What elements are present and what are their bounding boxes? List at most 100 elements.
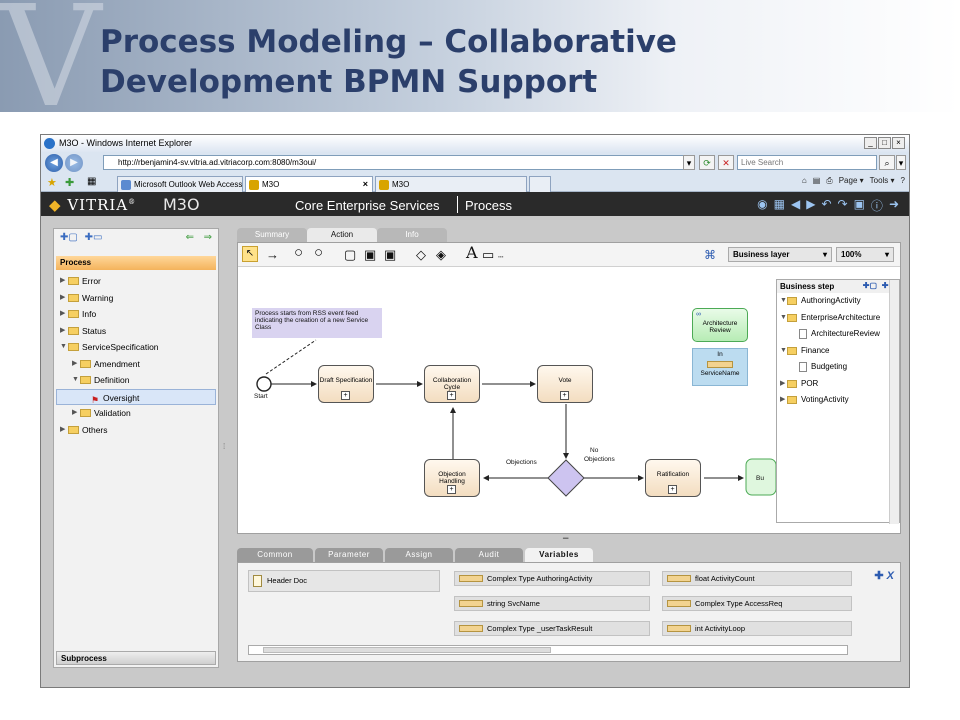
association-tool-icon[interactable]: ┄ (498, 252, 504, 262)
add-item-icon[interactable]: ✚▢ (60, 232, 78, 243)
tab-common[interactable]: Common (237, 548, 313, 562)
task-ratification[interactable]: Ratification + (645, 459, 701, 497)
next-icon[interactable]: ▶ (806, 197, 816, 211)
tab-m3o-active[interactable]: M3O × (245, 176, 373, 192)
delete-variable-icon[interactable]: X (886, 570, 894, 582)
home-icon[interactable]: ⌂ (801, 176, 807, 185)
variable-chip[interactable]: string SvcName (454, 596, 650, 611)
input-parameter-panel[interactable]: In ServiceName (692, 348, 748, 386)
expand-subprocess-icon[interactable]: + (341, 391, 350, 400)
print-icon[interactable]: ⎙ (826, 176, 833, 185)
tree-item-servicespecification[interactable]: ▼ ServiceSpecification (56, 339, 216, 356)
maximize-icon[interactable]: □ (878, 137, 891, 149)
expand-arrow-icon[interactable]: ▶ (60, 326, 66, 334)
start-event[interactable] (256, 376, 272, 392)
expand-arrow-icon[interactable]: ▶ (72, 409, 78, 416)
favorites-star-icon[interactable]: ★ (47, 177, 57, 189)
architecture-review-task[interactable]: ∞ Architecture Review (692, 308, 748, 342)
save-icon[interactable]: ▣ (853, 197, 865, 211)
search-icon[interactable]: ⌕ (879, 155, 895, 170)
collapse-arrow-icon[interactable]: ▼ (780, 346, 787, 354)
minimize-icon[interactable]: _ (864, 137, 877, 149)
text-tool-icon[interactable]: A (466, 243, 478, 262)
tree-item-amendment[interactable]: ▶ Amendment (56, 356, 216, 373)
tree-item-definition[interactable]: ▼ Definition (56, 372, 216, 389)
business-step-item[interactable]: ArchitectureReview (777, 326, 899, 343)
stop-icon[interactable]: ✕ (718, 155, 734, 170)
quick-tabs-icon[interactable]: ▦ (87, 176, 97, 187)
expand-arrow-icon[interactable]: ▶ (72, 359, 78, 367)
annotation-note[interactable]: Process starts from RSS event feed indic… (252, 308, 382, 338)
new-tab-button[interactable] (529, 176, 551, 192)
collapse-arrow-icon[interactable]: ▼ (72, 376, 79, 383)
export-icon[interactable]: ⇒ (203, 232, 212, 243)
business-step-item[interactable]: ▶ POR (777, 376, 899, 393)
task-draft-specification[interactable]: Draft Specification + (318, 365, 374, 403)
redo-icon[interactable]: ↷ (837, 197, 848, 211)
tab-action[interactable]: Action (307, 228, 377, 242)
tree-item-warning[interactable]: ▶ Warning (56, 290, 216, 307)
refresh-icon[interactable]: ⟳ (699, 155, 715, 170)
task-tool-icon[interactable]: ▢ (344, 247, 357, 262)
task-vote[interactable]: Vote + (537, 365, 593, 403)
logout-icon[interactable]: ➜ (888, 197, 899, 211)
gateway-tool-icon[interactable]: ◇ (416, 247, 426, 262)
search-input[interactable]: Live Search (737, 155, 877, 170)
info-icon[interactable]: ⓘ (870, 199, 883, 213)
zoom-select[interactable]: 100% ▾ (836, 247, 894, 262)
tree-item-validation[interactable]: ▶ Validation (56, 405, 216, 422)
expand-subprocess-icon[interactable]: + (560, 391, 569, 400)
tools-menu[interactable]: Tools ▾ (869, 176, 895, 185)
variables-horizontal-scrollbar[interactable] (248, 645, 848, 655)
address-input[interactable]: http://rbenjamin4-sv.vitria.ad.vitriacor… (103, 155, 693, 170)
address-dropdown-icon[interactable]: ▾ (683, 155, 695, 170)
layer-select[interactable]: Business layer ▾ (728, 247, 832, 262)
add-favorites-icon[interactable]: ✚ (65, 177, 75, 189)
loop-task-tool-icon[interactable]: ▣ (384, 247, 397, 262)
collapse-arrow-icon[interactable]: ▼ (780, 313, 787, 321)
close-icon[interactable]: × (892, 137, 905, 149)
tab-parameter[interactable]: Parameter (315, 548, 383, 562)
subprocess-header[interactable]: Subprocess (56, 651, 216, 665)
variable-chip[interactable]: Complex Type _userTaskResult (454, 621, 650, 636)
help-icon[interactable]: ? (900, 176, 905, 185)
expand-subprocess-icon[interactable]: + (447, 485, 456, 494)
prev-icon[interactable]: ◀ (790, 197, 801, 211)
add-variable-icon[interactable]: ✚ (874, 570, 884, 582)
task-objection-handling[interactable]: Objection Handling + (424, 459, 480, 497)
business-step-scrollbar[interactable] (889, 280, 899, 524)
tree-item-info[interactable]: ▶ Info (56, 306, 216, 323)
parallel-gateway-tool-icon[interactable]: ◈ (436, 247, 446, 262)
variable-chip[interactable]: Complex Type AccessReq (662, 596, 852, 611)
decision-gateway[interactable] (547, 459, 585, 497)
tab-m3o[interactable]: M3O (375, 176, 527, 192)
business-step-item[interactable]: ▼ EnterpriseArchitecture (777, 310, 899, 327)
add-folder-icon[interactable]: ✚▭ (882, 281, 896, 290)
tab-assign[interactable]: Assign (385, 548, 453, 562)
end-event-tool-icon[interactable]: ○ (314, 244, 324, 261)
tree-item-status[interactable]: ▶ Status (56, 323, 216, 340)
expand-subprocess-icon[interactable]: + (447, 391, 456, 400)
expand-subprocess-icon[interactable]: + (668, 485, 677, 494)
business-step-item[interactable]: ▶ VotingActivity (777, 392, 899, 409)
import-icon[interactable]: ⇐ (185, 232, 194, 243)
close-tab-icon[interactable]: × (362, 179, 368, 189)
start-event-tool-icon[interactable]: ○ (294, 244, 304, 261)
connector-tool-icon[interactable]: → (266, 247, 279, 262)
expand-arrow-icon[interactable]: ▶ (780, 396, 786, 403)
expand-arrow-icon[interactable]: ▶ (60, 293, 66, 301)
hierarchy-icon[interactable]: ⌘ (704, 248, 716, 262)
splitter-handle-icon[interactable]: ▔ (563, 539, 569, 546)
tab-info[interactable]: Info (377, 228, 447, 242)
tree-header-process[interactable]: Process (56, 256, 216, 270)
tree-item-error[interactable]: ▶ Error (56, 273, 216, 290)
forward-icon[interactable]: ▶ (65, 154, 83, 172)
add-step-icon[interactable]: ✚▢ (862, 281, 877, 290)
tab-audit[interactable]: Audit (455, 548, 523, 562)
tree-item-others[interactable]: ▶ Others (56, 422, 216, 439)
expand-arrow-icon[interactable]: ▶ (780, 379, 786, 387)
expand-arrow-icon[interactable]: ▶ (60, 277, 66, 284)
business-step-item[interactable]: ▼ AuthoringActivity (777, 293, 899, 310)
scrollbar-thumb[interactable] (263, 647, 551, 653)
tab-outlook[interactable]: Microsoft Outlook Web Access (117, 176, 243, 192)
